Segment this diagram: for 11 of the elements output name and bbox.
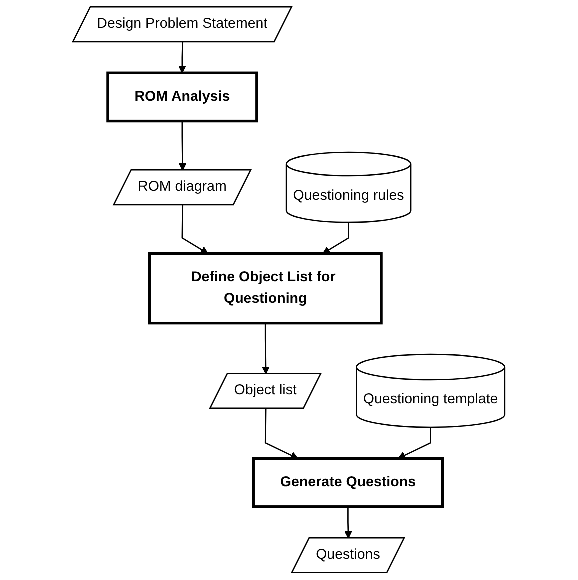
- node-box: Generate Questions: [252, 457, 444, 508]
- arrow: [178, 121, 187, 171]
- arrow: [178, 42, 186, 74]
- arrow: [344, 506, 352, 539]
- arrow: [262, 323, 270, 374]
- node-box: ROM Analysis: [106, 72, 258, 123]
- node-box: Define Object List for Questioning: [148, 252, 383, 325]
- arrow: [182, 205, 209, 254]
- arrow: [322, 222, 350, 254]
- arrow: [398, 428, 432, 460]
- arrow: [264, 408, 298, 460]
